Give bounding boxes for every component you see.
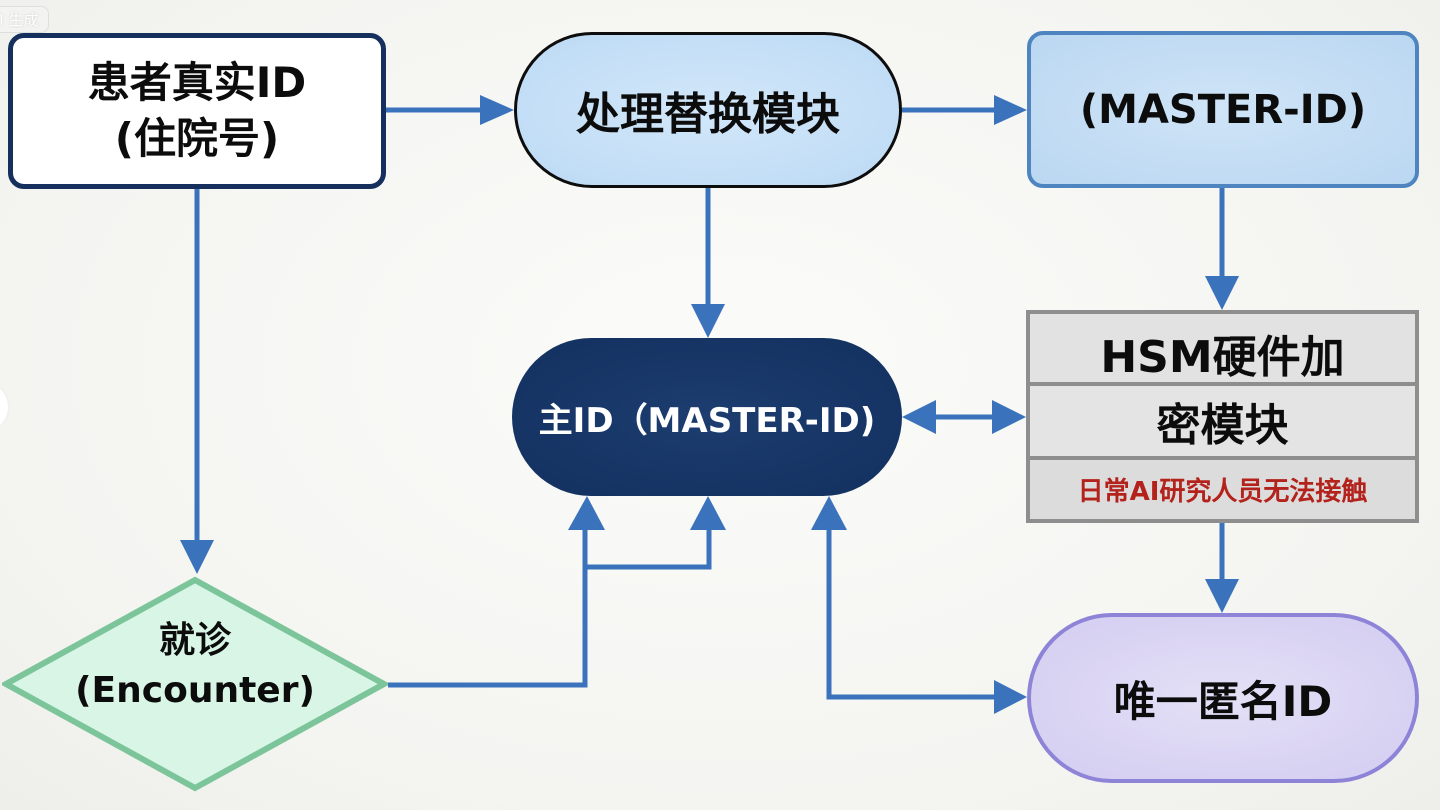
node-main-id-label: 主ID（MASTER-ID)	[538, 400, 876, 441]
node-main-id[interactable]: 主ID（MASTER-ID)	[512, 338, 902, 496]
arrow-realid-to-process-head	[480, 95, 514, 125]
arrow-mainid-hsm-head-right	[992, 400, 1026, 434]
arrow-encounter-to-mainid-head-1	[568, 496, 605, 530]
node-encounter-subtitle: (Encounter)	[75, 670, 315, 711]
arrow-encounter-to-mainid-head-2	[690, 496, 726, 530]
node-patient-real-id[interactable]: 患者真实ID (住院号)	[8, 33, 386, 189]
side-panel-handle[interactable]	[0, 382, 8, 432]
node-master-id[interactable]: (MASTER-ID)	[1027, 31, 1419, 188]
node-unique-anonymous-id-label: 唯一匿名ID	[1113, 676, 1333, 726]
node-hsm-title-line2: 密模块	[1030, 386, 1415, 460]
arrow-process-to-mainid-head	[691, 304, 725, 338]
arrow-mainid-anon-bidirectional	[826, 530, 994, 700]
arrow-mainid-anon-head-right	[994, 680, 1027, 714]
node-unique-anonymous-id[interactable]: 唯一匿名ID	[1027, 613, 1419, 783]
node-process-module-label: 处理替换模块	[576, 89, 840, 140]
node-process-module[interactable]: 处理替换模块	[514, 32, 902, 188]
arrow-hsm-to-anon-head	[1205, 579, 1239, 613]
arrow-encounter-to-mainid	[388, 530, 588, 688]
node-encounter-title: 就诊	[158, 620, 231, 661]
ai-generated-watermark: AI 生成	[0, 6, 50, 33]
node-encounter-label: 就诊 (Encounter)	[2, 616, 388, 716]
node-patient-real-id-subtitle: (住院号)	[114, 114, 280, 163]
arrow-realid-to-encounter-head	[180, 540, 214, 574]
arrow-master-to-hsm-head	[1205, 276, 1239, 310]
node-hsm-warning-note: 日常AI研究人员无法接触	[1030, 460, 1415, 519]
node-master-id-label: (MASTER-ID)	[1079, 86, 1367, 133]
arrow-mainid-anon-head-up	[811, 496, 847, 530]
node-patient-real-id-title: 患者真实ID	[87, 58, 307, 107]
arrow-encounter-to-mainid-branch	[585, 530, 712, 570]
arrow-mainid-hsm-head-left	[902, 400, 936, 434]
node-hsm-title-line1: HSM硬件加	[1030, 314, 1415, 386]
node-encounter[interactable]: 就诊 (Encounter)	[2, 576, 388, 792]
node-hsm-module[interactable]: HSM硬件加 密模块 日常AI研究人员无法接触	[1026, 310, 1419, 523]
encounter-diamond-shape	[2, 576, 388, 792]
arrow-process-to-master-head	[994, 95, 1027, 125]
